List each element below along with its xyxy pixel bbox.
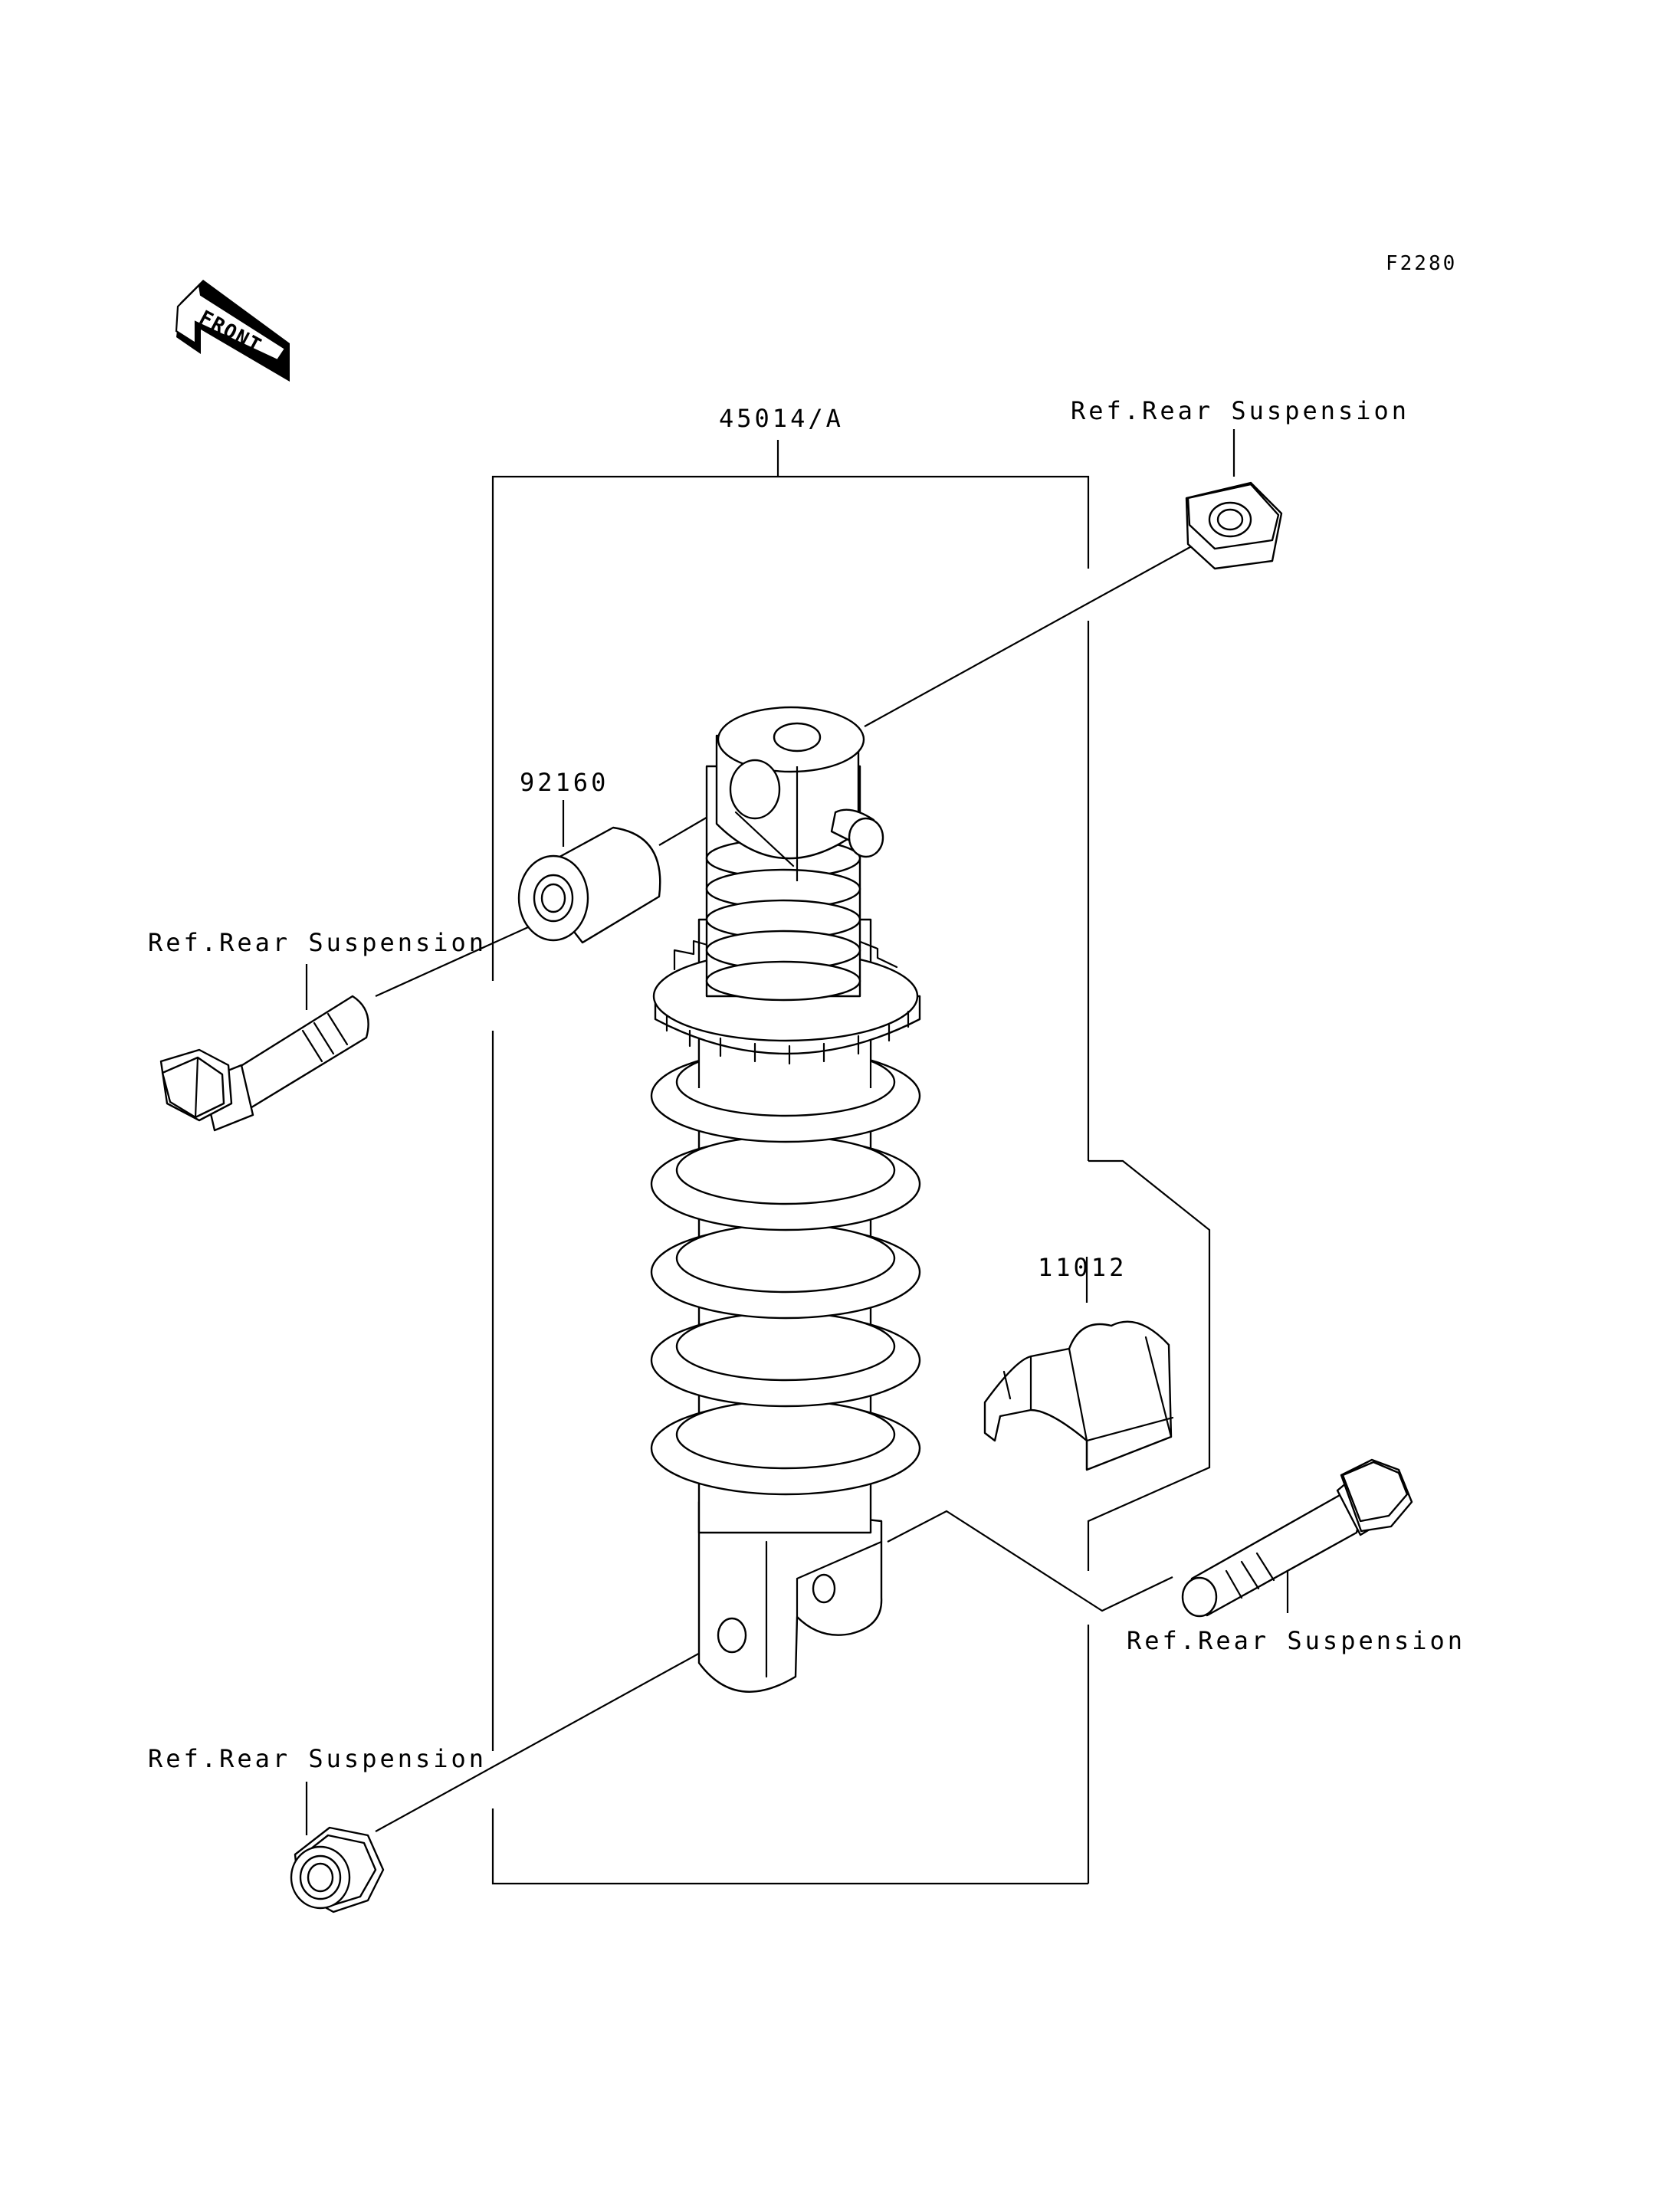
upper-bolt — [159, 995, 369, 1132]
label-lower-nut: Ref.Rear Suspension — [148, 1744, 487, 1773]
bracket-part — [983, 1320, 1174, 1471]
label-lower-bolt: Ref.Rear Suspension — [1127, 1626, 1465, 1655]
collar-part — [517, 826, 661, 944]
front-arrow-icon: FRONT — [175, 280, 290, 382]
label-upper-bolt: Ref.Rear Suspension — [148, 928, 487, 957]
lower-bolt — [1181, 1458, 1413, 1618]
lower-nut — [290, 1826, 385, 1913]
assembly-bracket — [491, 440, 1211, 1885]
upper-nut — [1185, 481, 1283, 570]
label-shock-absorber: 45014/A — [719, 404, 844, 433]
figure-code: F2280 — [1386, 252, 1457, 275]
label-upper-nut: Ref.Rear Suspension — [1071, 396, 1409, 425]
label-bracket: 11012 — [1038, 1253, 1127, 1282]
label-collar: 92160 — [520, 768, 609, 797]
shock-absorber — [650, 706, 921, 1693]
